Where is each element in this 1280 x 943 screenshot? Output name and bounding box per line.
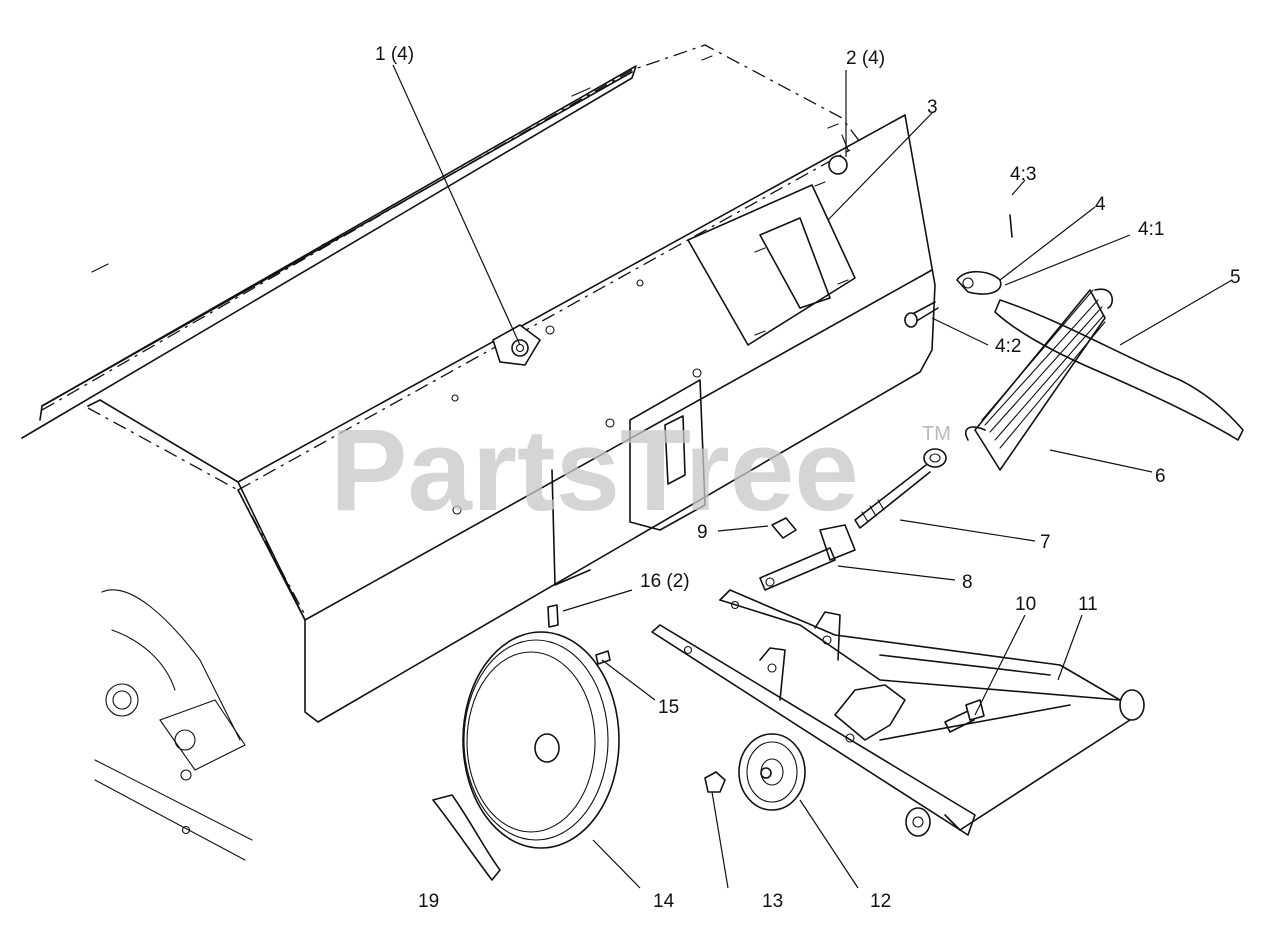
watermark-trademark: TM: [922, 423, 951, 445]
callout-4: 4: [1095, 194, 1106, 215]
idler-pulley: [704, 733, 806, 811]
eye-bolt-bracket: [759, 448, 947, 591]
callout-12: 12: [870, 891, 891, 912]
callout-4-3: 4:3: [1010, 164, 1036, 185]
callout-1: 1 (4): [375, 44, 414, 65]
watermark-text: PartsTree: [330, 405, 859, 535]
drive-pulley: [462, 604, 620, 849]
callout-9: 9: [697, 522, 708, 543]
callout-6: 6: [1155, 466, 1166, 487]
callout-15: 15: [658, 697, 679, 718]
extension-spring: [965, 288, 1114, 471]
callout-10: 10: [1015, 594, 1036, 615]
chain-link-assembly: [904, 214, 1244, 441]
callout-11: 11: [1078, 594, 1098, 615]
deck-shroud: [21, 44, 936, 723]
callout-4-1: 4:1: [1138, 219, 1164, 240]
callout-3: 3: [927, 97, 938, 118]
callout-4-2: 4:2: [995, 336, 1021, 357]
callout-13: 13: [762, 891, 783, 912]
engine-frame: [94, 589, 253, 861]
callout-16: 16 (2): [640, 571, 690, 592]
callout-14: 14: [653, 891, 675, 912]
leader-lines: [392, 64, 1233, 889]
callout-7: 7: [1040, 532, 1051, 553]
callout-labels: 1 (4) 2 (4) 3 4:3 4 4:1 5 4:2 6 7 9 8 16…: [375, 44, 1241, 912]
callout-5: 5: [1230, 267, 1241, 288]
idler-arm: [651, 589, 1145, 837]
belt-guard: [432, 794, 501, 881]
callout-8: 8: [962, 572, 973, 593]
callout-19: 19: [418, 891, 439, 912]
callout-2: 2 (4): [846, 48, 885, 69]
